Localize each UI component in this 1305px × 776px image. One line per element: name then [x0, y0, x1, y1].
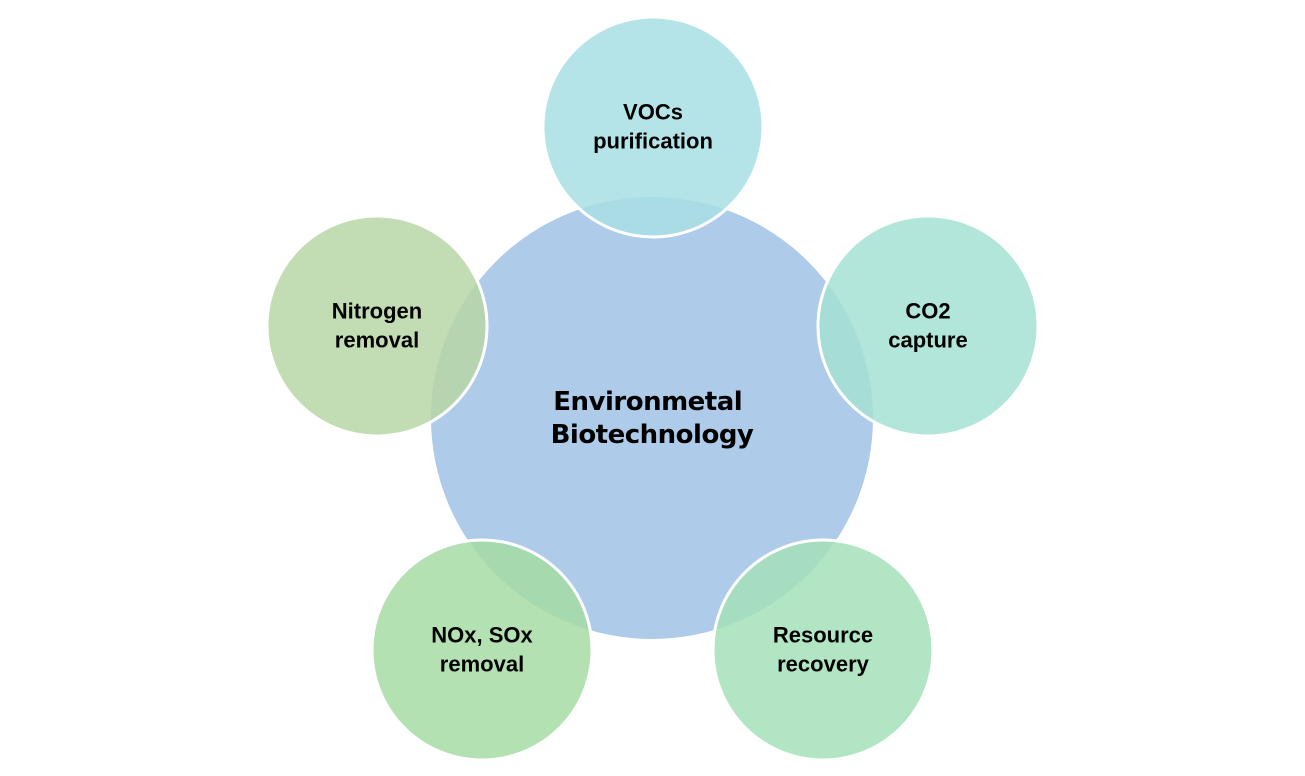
node-label-line-1: NOx, SOx [431, 623, 533, 648]
center-label-line-2: Biotechnology [551, 420, 754, 450]
node-label-line-1: CO2 [905, 299, 950, 324]
node-label-nitrogen: Nitrogen removal [332, 299, 422, 353]
node-label-noxsox: NOx, SOx removal [431, 623, 533, 677]
nodes-layer [265, 15, 1040, 762]
node-circle-resource [711, 538, 935, 762]
node-circle-vocs [541, 15, 765, 239]
node-circle-noxsox [370, 538, 594, 762]
node-label-line-2: capture [888, 328, 967, 353]
node-label-resource: Resource recovery [773, 623, 873, 677]
node-label-co2: CO2 capture [888, 299, 967, 353]
node-label-line-2: recovery [777, 652, 870, 677]
center-circle [431, 197, 873, 639]
node-label-line-2: removal [440, 652, 524, 677]
node-label-line-1: Nitrogen [332, 299, 422, 324]
center-label-line-1: Environmetal [553, 387, 742, 417]
node-label-line-1: VOCs [623, 100, 683, 125]
node-circle-nitrogen [265, 214, 489, 438]
node-label-line-1: Resource [773, 623, 873, 648]
node-label-vocs: VOCs purification [593, 100, 713, 154]
node-circle-co2 [816, 214, 1040, 438]
node-label-line-2: removal [335, 328, 419, 353]
center-label: Environmetal Biotechnology [551, 387, 754, 450]
node-label-line-2: purification [593, 129, 713, 154]
